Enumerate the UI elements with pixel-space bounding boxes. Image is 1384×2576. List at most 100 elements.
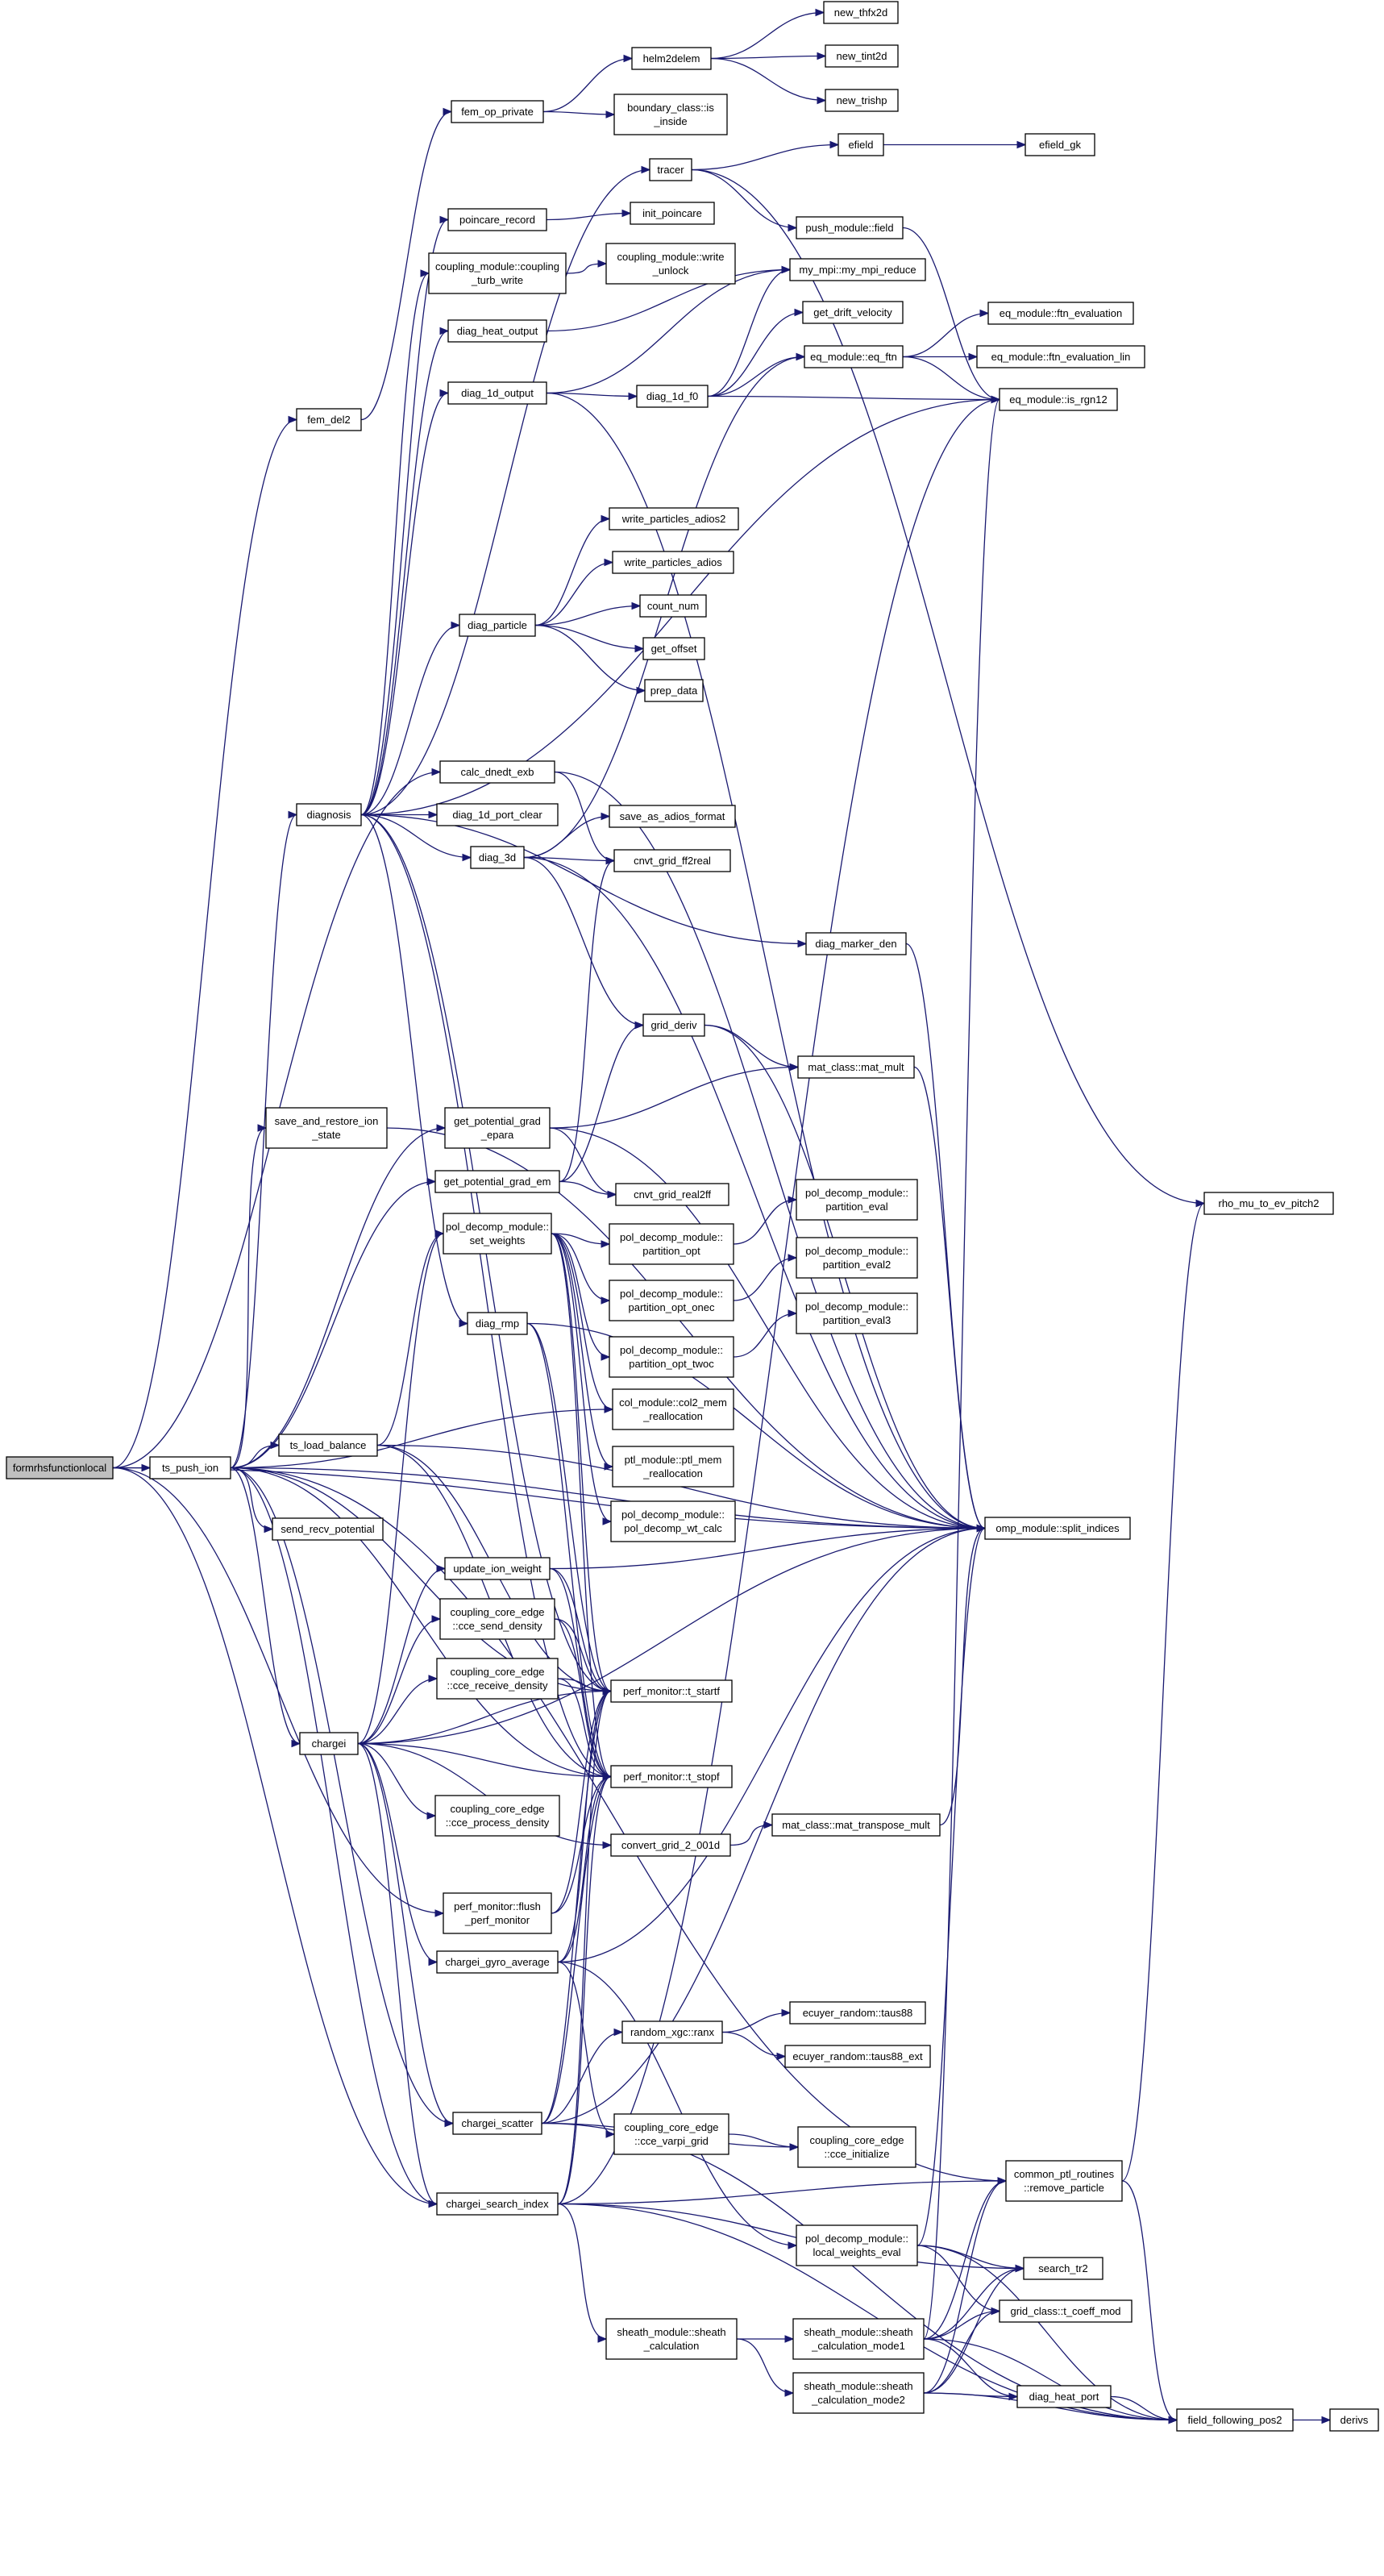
node-partition-opt[interactable]: pol_decomp_module::partition_opt: [609, 1223, 734, 1265]
node-new-tint2d[interactable]: new_tint2d: [825, 44, 899, 68]
node-save-restore[interactable]: save_and_restore_ion_state: [265, 1107, 388, 1149]
node-eval2[interactable]: pol_decomp_module::partition_eval2: [796, 1237, 918, 1279]
node-partition-opt-twoc[interactable]: pol_decomp_module::partition_opt_twoc: [609, 1336, 734, 1378]
node-ts-load-balance[interactable]: ts_load_balance: [278, 1434, 378, 1457]
node-efield[interactable]: efield: [837, 133, 884, 156]
node-label: _reallocation: [642, 1410, 703, 1422]
node-derivs[interactable]: derivs: [1329, 2408, 1379, 2432]
node-cnvt-grid-ff2real[interactable]: cnvt_grid_ff2real: [613, 849, 731, 872]
node-tracer[interactable]: tracer: [649, 158, 692, 181]
node-formrhs[interactable]: formrhsfunctionlocal: [6, 1456, 114, 1479]
node-coupling-turb-write[interactable]: coupling_module::coupling_turb_write: [428, 252, 567, 294]
node-chargei[interactable]: chargei: [299, 1732, 359, 1755]
edge-diagnosis-to-tracer: [360, 169, 650, 816]
node-box: [265, 1107, 388, 1149]
node-t-startf[interactable]: perf_monitor::t_startf: [610, 1679, 733, 1703]
node-rho-mu-to-ev-pitch2[interactable]: rho_mu_to_ev_pitch2: [1203, 1192, 1334, 1215]
node-get-potential-grad-epara[interactable]: get_potential_grad_epara: [444, 1107, 551, 1149]
node-cnvt-grid-real2ff[interactable]: cnvt_grid_real2ff: [615, 1183, 729, 1206]
node-sheath-mode2[interactable]: sheath_module::sheath_calculation_mode2: [792, 2372, 925, 2414]
node-new-trishp[interactable]: new_trishp: [825, 89, 899, 112]
node-ftn-evaluation[interactable]: eq_module::ftn_evaluation: [987, 302, 1134, 325]
node-diag-heat-output[interactable]: diag_heat_output: [447, 319, 547, 343]
node-col2-mem-realloc[interactable]: col_module::col2_mem_reallocation: [612, 1388, 734, 1430]
node-box: [796, 1292, 918, 1334]
node-push-module-field[interactable]: push_module::field: [796, 216, 904, 239]
node-remove-particle[interactable]: common_ptl_routines::remove_particle: [1005, 2160, 1123, 2202]
node-new-thfx2d[interactable]: new_thfx2d: [823, 1, 899, 24]
node-label: ecuyer_random::taus88_ext: [792, 2050, 923, 2062]
node-random-ranx[interactable]: random_xgc::ranx: [621, 2020, 723, 2044]
node-label: ::remove_particle: [1024, 2182, 1104, 2194]
node-local-weights-eval[interactable]: pol_decomp_module::local_weights_eval: [796, 2224, 918, 2266]
node-helm2delem[interactable]: helm2delem: [631, 47, 712, 70]
node-count-num[interactable]: count_num: [639, 594, 707, 618]
node-get-drift-velocity[interactable]: get_drift_velocity: [802, 301, 904, 324]
node-chargei-gyro-average[interactable]: chargei_gyro_average: [436, 1950, 559, 1974]
node-poincare-record[interactable]: poincare_record: [447, 208, 547, 231]
node-cce-varpi-grid[interactable]: coupling_core_edge::cce_varpi_grid: [613, 2113, 729, 2155]
node-taus88-ext[interactable]: ecuyer_random::taus88_ext: [784, 2045, 931, 2068]
node-calc-dnedt-exb[interactable]: calc_dnedt_exb: [439, 760, 555, 784]
node-get-potential-grad-em[interactable]: get_potential_grad_em: [434, 1170, 560, 1193]
node-eval[interactable]: pol_decomp_module::partition_eval: [796, 1179, 918, 1221]
node-ptl-mem-realloc[interactable]: ptl_module::ptl_mem_reallocation: [612, 1446, 734, 1488]
node-label: helm2delem: [643, 52, 700, 65]
node-eq-ftn[interactable]: eq_module::eq_ftn: [804, 345, 904, 368]
node-cce-receive-density[interactable]: coupling_core_edge::cce_receive_density: [436, 1658, 559, 1700]
node-is-rgn12[interactable]: eq_module::is_rgn12: [999, 388, 1118, 411]
node-chargei-search-index[interactable]: chargei_search_index: [436, 2192, 559, 2216]
node-convert-grid-2-001d[interactable]: convert_grid_2_001d: [610, 1833, 731, 1857]
arrowhead: [604, 1405, 614, 1413]
node-ts-push-ion[interactable]: ts_push_ion: [149, 1456, 231, 1479]
node-label: common_ptl_routines: [1014, 2168, 1115, 2180]
node-prep-data[interactable]: prep_data: [644, 679, 704, 702]
node-mat-mult[interactable]: mat_class::mat_mult: [797, 1055, 915, 1079]
node-diag-marker-den[interactable]: diag_marker_den: [805, 932, 907, 955]
node-diag-heat-port[interactable]: diag_heat_port: [1016, 2385, 1112, 2408]
node-partition-opt-onec[interactable]: pol_decomp_module::partition_opt_onec: [609, 1280, 734, 1321]
node-t-coeff-mod[interactable]: grid_class::t_coeff_mod: [999, 2299, 1133, 2323]
node-cce-initialize[interactable]: coupling_core_edge::cce_initialize: [797, 2126, 916, 2168]
node-split-indices[interactable]: omp_module::split_indices: [984, 1517, 1131, 1540]
node-fem-del2[interactable]: fem_del2: [296, 408, 362, 431]
node-set-weights[interactable]: pol_decomp_module::set_weights: [443, 1213, 552, 1255]
node-diag-particle[interactable]: diag_particle: [459, 614, 536, 637]
node-diag-1d-port-clear[interactable]: diag_1d_port_clear: [436, 803, 559, 826]
node-grid-deriv[interactable]: grid_deriv: [642, 1013, 705, 1037]
arrowhead: [439, 389, 450, 397]
node-ftn-evaluation-lin[interactable]: eq_module::ftn_evaluation_lin: [976, 345, 1145, 368]
node-diagnosis[interactable]: diagnosis: [296, 803, 362, 826]
node-field-following-pos2[interactable]: field_following_pos2: [1176, 2408, 1294, 2432]
node-search-tr2[interactable]: search_tr2: [1023, 2257, 1103, 2280]
node-box: [436, 1658, 559, 1700]
node-get-offset[interactable]: get_offset: [642, 637, 705, 660]
node-mat-transpose-mult[interactable]: mat_class::mat_transpose_mult: [771, 1813, 941, 1837]
node-efield-gk[interactable]: efield_gk: [1024, 133, 1095, 156]
node-boundary-is-inside[interactable]: boundary_class::is_inside: [613, 94, 728, 135]
node-save-as-adios-format[interactable]: save_as_adios_format: [609, 805, 736, 828]
node-init-poincare[interactable]: init_poincare: [630, 202, 715, 225]
node-cce-process-density[interactable]: coupling_core_edge::cce_process_density: [434, 1795, 560, 1837]
node-cce-send-density[interactable]: coupling_core_edge::cce_send_density: [439, 1598, 555, 1640]
node-write-particles-adios2[interactable]: write_particles_adios2: [609, 507, 739, 531]
node-t-stopf[interactable]: perf_monitor::t_stopf: [610, 1765, 733, 1788]
node-fem-op-private[interactable]: fem_op_private: [451, 100, 544, 123]
node-sheath-calculation[interactable]: sheath_module::sheath_calculation: [605, 2318, 738, 2360]
node-box: [771, 1813, 941, 1837]
node-send-recv-potential[interactable]: send_recv_potential: [272, 1517, 384, 1541]
node-coupling-write-unlock[interactable]: coupling_module::write_unlock: [605, 243, 736, 285]
node-diag-rmp[interactable]: diag_rmp: [467, 1312, 528, 1335]
node-update-ion-weight[interactable]: update_ion_weight: [444, 1557, 551, 1580]
node-my-mpi-reduce[interactable]: my_mpi::my_mpi_reduce: [789, 258, 926, 281]
node-pol-decomp-wt-calc[interactable]: pol_decomp_module::pol_decomp_wt_calc: [610, 1500, 736, 1542]
node-diag-1d-output[interactable]: diag_1d_output: [447, 381, 547, 405]
node-taus88[interactable]: ecuyer_random::taus88: [789, 2001, 926, 2025]
node-diag-3d[interactable]: diag_3d: [470, 846, 525, 869]
node-chargei-scatter[interactable]: chargei_scatter: [452, 2112, 542, 2135]
node-write-particles-adios[interactable]: write_particles_adios: [612, 551, 734, 574]
node-diag-1d-f0[interactable]: diag_1d_f0: [636, 385, 709, 408]
node-sheath-mode1[interactable]: sheath_module::sheath_calculation_mode1: [792, 2318, 925, 2360]
node-flush-perf-monitor[interactable]: perf_monitor::flush_perf_monitor: [443, 1892, 552, 1934]
node-eval3[interactable]: pol_decomp_module::partition_eval3: [796, 1292, 918, 1334]
